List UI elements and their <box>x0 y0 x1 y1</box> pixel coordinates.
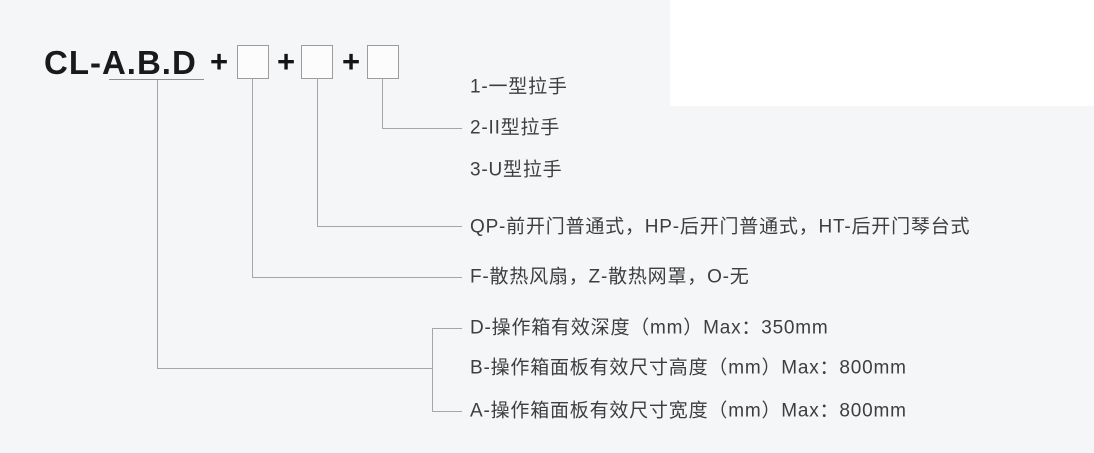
option-box-3 <box>367 45 399 79</box>
legend-item-depth-spec: D-操作箱有效深度（mm）Max：350mm <box>470 317 829 339</box>
page-background-corner <box>670 0 1094 106</box>
connector-box3-vertical <box>382 78 383 128</box>
legend-item-handle-type-1: 1-一型拉手 <box>470 76 568 98</box>
connector-abd-bracket-top-tick <box>432 328 462 329</box>
plus-sign-3: + <box>341 44 361 79</box>
connector-box2-horizontal <box>317 226 462 227</box>
connector-box3-horizontal <box>382 128 462 129</box>
connector-abd-bracket-vertical <box>432 328 433 412</box>
connector-abd-bracket-bottom-tick <box>432 411 462 412</box>
connector-abd-horizontal <box>157 368 432 369</box>
option-box-2 <box>301 45 333 79</box>
legend-item-door-type: QP-前开门普通式，HP-后开门普通式，HT-后开门琴台式 <box>470 216 971 238</box>
model-code: CL-A.B.D <box>44 44 197 81</box>
connector-box1-horizontal <box>252 277 462 278</box>
connector-abd-vertical <box>157 80 158 368</box>
option-box-1 <box>237 45 269 79</box>
legend-item-cooling-type: F-散热风扇，Z-散热网罩，O-无 <box>470 266 750 288</box>
plus-sign-1: + <box>209 44 229 79</box>
legend-item-height-spec: B-操作箱面板有效尺寸高度（mm）Max：800mm <box>470 357 907 379</box>
legend-item-width-spec: A-操作箱面板有效尺寸宽度（mm）Max：800mm <box>470 400 907 422</box>
legend-item-handle-type-2: 2-II型拉手 <box>470 117 561 139</box>
model-code-underline <box>109 79 204 80</box>
plus-sign-2: + <box>276 44 296 79</box>
connector-box2-vertical <box>317 78 318 226</box>
legend-item-handle-type-3: 3-U型拉手 <box>470 159 563 181</box>
connector-box1-vertical <box>252 78 253 277</box>
